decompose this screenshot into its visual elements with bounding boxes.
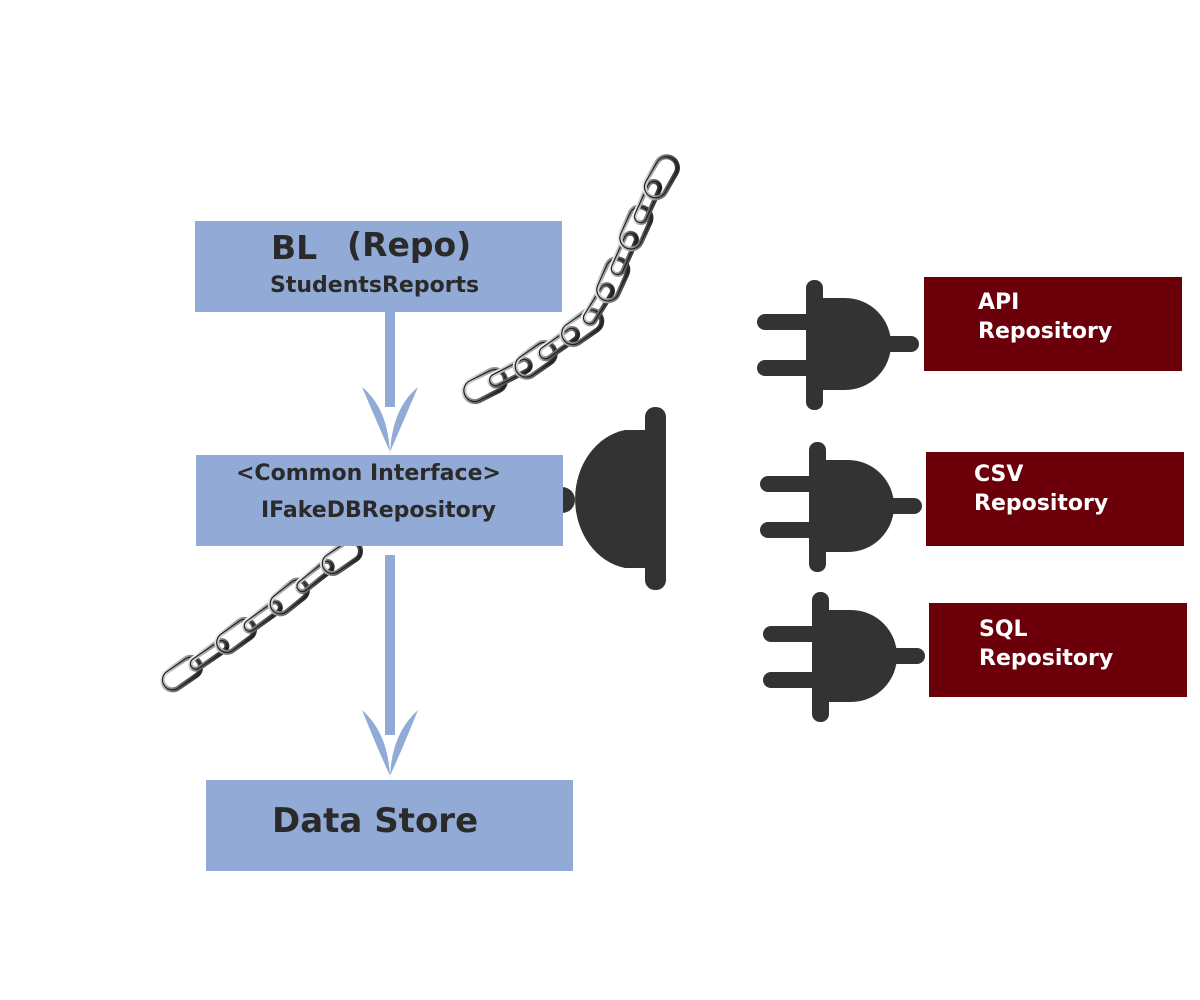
plug-icon <box>760 442 922 572</box>
bl-title: BL <box>271 228 318 267</box>
repository-label: Repository <box>974 491 1109 516</box>
arrow-down-icon <box>362 555 418 782</box>
api-repository-box: API Repository <box>924 277 1182 371</box>
datastore-label: Data Store <box>272 801 479 841</box>
bl-subtitle: StudentsReports <box>270 273 480 298</box>
repo-title: (Repo) <box>347 225 472 264</box>
interface-label: <Common Interface> <box>236 461 501 486</box>
bl-box: BL (Repo) StudentsReports <box>195 221 562 312</box>
arrow-down-icon <box>362 312 418 460</box>
chain-icon <box>160 538 363 693</box>
repository-name: CSV <box>974 462 1024 487</box>
datastore-box: Data Store <box>206 780 573 871</box>
csv-repository-box: CSV Repository <box>926 452 1184 546</box>
sql-repository-box: SQL Repository <box>929 603 1187 697</box>
plug-icon <box>763 592 925 722</box>
repository-label: Repository <box>979 646 1114 671</box>
interface-name: IFakeDBRepository <box>261 498 496 523</box>
repository-name: SQL <box>979 617 1028 642</box>
plug-icon <box>757 280 919 410</box>
chain-icon <box>461 154 680 405</box>
repository-label: Repository <box>978 319 1113 344</box>
repository-name: API <box>978 290 1020 315</box>
interface-box: <Common Interface> IFakeDBRepository <box>196 455 563 546</box>
